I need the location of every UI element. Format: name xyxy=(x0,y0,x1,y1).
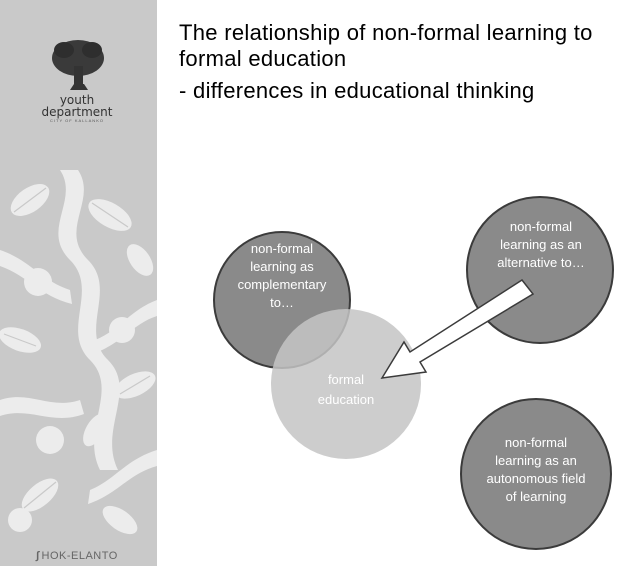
autonomous-label: non-formal learning as an autonomous fie… xyxy=(486,435,586,504)
slide-title: The relationship of non-formal learning … xyxy=(179,20,593,71)
sponsor-name: HOK-ELANTO xyxy=(41,550,118,562)
logo-small-print: CITY OF KALLANKO xyxy=(50,118,104,123)
logo-line-youth: youth xyxy=(59,93,95,107)
formal-education-circle xyxy=(271,309,421,459)
complementary-label: non-formal learning as complementary to… xyxy=(237,241,327,310)
leaf-pattern-decoration xyxy=(0,40,157,535)
sponsor-mark-icon: ∫ xyxy=(36,550,40,562)
department-logo: youth department CITY OF KALLANKO xyxy=(22,92,132,123)
tree-logo-icon xyxy=(52,40,104,90)
arrow-alternative-to-formal xyxy=(380,279,535,379)
logo-line-department: department xyxy=(41,105,113,119)
alternative-label: non-formal learning as an alternative to… xyxy=(497,219,585,270)
slide-subtitle: - differences in educational thinking xyxy=(179,78,535,103)
autonomous-circle xyxy=(460,398,612,550)
sidebar-banner: youth department CITY OF KALLANKO ∫HOK-E… xyxy=(0,0,157,566)
sponsor-logo: ∫HOK-ELANTO xyxy=(36,550,118,562)
formal-education-label: formal education xyxy=(317,372,375,407)
